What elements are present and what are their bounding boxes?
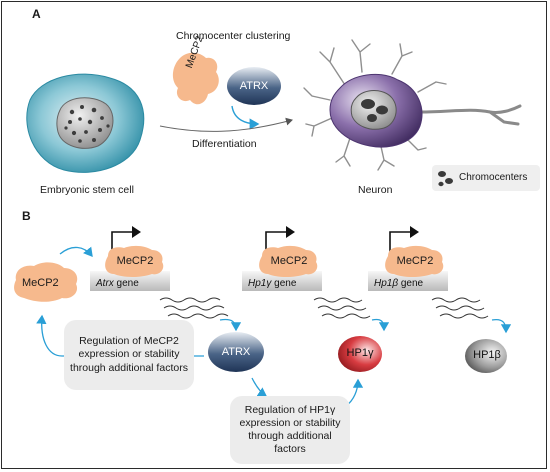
axon: [418, 104, 522, 126]
panel-a-label: A: [32, 7, 41, 21]
hp1b-gene-name: Hp1β: [374, 278, 399, 289]
hp1g-gene-label: Hp1γ gene: [248, 278, 296, 289]
mecp2-bound-hp1g: [259, 245, 318, 277]
hp1g-gene-suffix: gene: [271, 278, 297, 289]
differentiation-label: Differentiation: [192, 138, 257, 150]
hp1-gamma-protein: [338, 336, 382, 372]
neuron-nucleus: [350, 90, 397, 130]
hp1g-gene-name: Hp1γ: [248, 278, 272, 289]
mrna-transcripts: [159, 297, 489, 319]
hp1-beta-protein: [465, 339, 507, 373]
atrx-gene-name: Atrx: [96, 278, 114, 289]
hp1-gamma-label: HP1γ: [346, 347, 374, 359]
mecp2-protein-a: [172, 52, 219, 105]
gene-bar-hp1g: [242, 271, 322, 291]
clustering-arrow: [231, 105, 260, 130]
hp1-beta-label: HP1β: [473, 349, 501, 361]
mecp2-bound-atrx: [105, 245, 164, 277]
mecp2-bound-label-2: MeCP2: [270, 255, 308, 267]
mecp2-bound-hp1b: [385, 245, 444, 277]
atrx-gene-label: Atrx gene: [96, 278, 139, 289]
mecp2-free: [14, 262, 78, 302]
embryonic-stem-cell: [26, 73, 145, 173]
neuron: [303, 39, 522, 171]
regulation-box-mecp2: Regulation of MeCP2 expression or stabil…: [64, 320, 194, 390]
legend-box: [432, 165, 540, 191]
mecp2-bound-label-1: MeCP2: [116, 255, 154, 267]
regulation-arrows: [36, 246, 512, 407]
chromocenter-legend-icon: [438, 171, 453, 187]
atrx-protein-a: [227, 67, 281, 105]
mecp2-free-label: MeCP2: [22, 277, 59, 289]
atrx-label-a: ATRX: [239, 80, 269, 92]
promoter-arrowhead-1: [132, 226, 141, 238]
mecp2-bound-label-3: MeCP2: [396, 255, 434, 267]
atrx-label-b: ATRX: [221, 346, 251, 358]
atrx-protein-b: [208, 332, 264, 372]
stem-cell-nucleus: [56, 97, 114, 149]
hp1b-gene-suffix: gene: [398, 278, 424, 289]
neuron-chromocenters: [361, 99, 388, 122]
chromocenter-clustering-title: Chromocenter clustering: [176, 30, 291, 42]
embryonic-stem-cell-label: Embryonic stem cell: [40, 184, 134, 196]
promoter-arrowhead-2: [286, 226, 295, 238]
regulation-text-hp1g: Regulation of HP1γ expression or stabili…: [239, 403, 341, 456]
hp1b-gene-label: Hp1β gene: [374, 278, 423, 289]
chromocenters-legend-label: Chromocenters: [459, 172, 528, 183]
panel-b-label: B: [22, 209, 31, 223]
regulation-box-hp1g: Regulation of HP1γ expression or stabili…: [230, 396, 350, 464]
stem-cell-chromocenters: [64, 105, 110, 143]
gene-bar-atrx: [90, 271, 170, 291]
neuron-label: Neuron: [358, 184, 393, 196]
regulation-text-mecp2: Regulation of MeCP2 expression or stabil…: [70, 335, 188, 374]
gene-bar-hp1b: [368, 271, 448, 291]
atrx-gene-suffix: gene: [113, 278, 139, 289]
differentiation-arrow: [159, 117, 293, 132]
promoter-arrowhead-3: [410, 226, 419, 238]
